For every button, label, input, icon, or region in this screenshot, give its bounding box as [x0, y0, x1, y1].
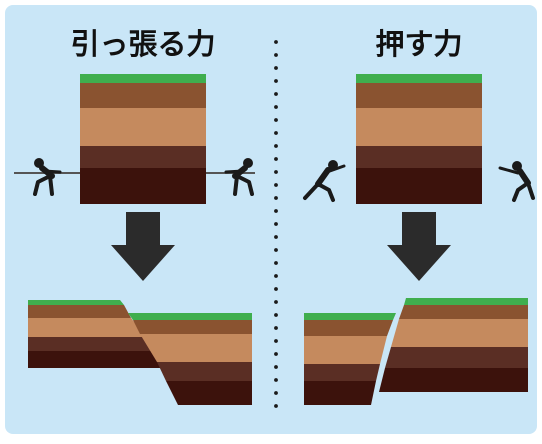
normal-fault-block — [28, 300, 252, 405]
down-arrow-left-icon — [111, 212, 175, 281]
right-panel — [303, 74, 535, 405]
person-pushing-left-icon — [303, 160, 346, 202]
person-pulling-left-icon — [33, 158, 62, 196]
panel-divider — [274, 40, 278, 408]
right-panel-title: 押す力 — [375, 27, 463, 61]
strata-block-before-left — [80, 74, 206, 204]
down-arrow-right-icon — [387, 212, 451, 281]
person-pulling-right-icon — [224, 158, 254, 196]
left-panel-title: 引っ張る力 — [70, 27, 216, 61]
person-pushing-right-icon — [498, 161, 535, 202]
left-panel — [14, 74, 255, 405]
reverse-fault-block — [304, 298, 528, 405]
strata-block-before-right — [356, 74, 482, 204]
